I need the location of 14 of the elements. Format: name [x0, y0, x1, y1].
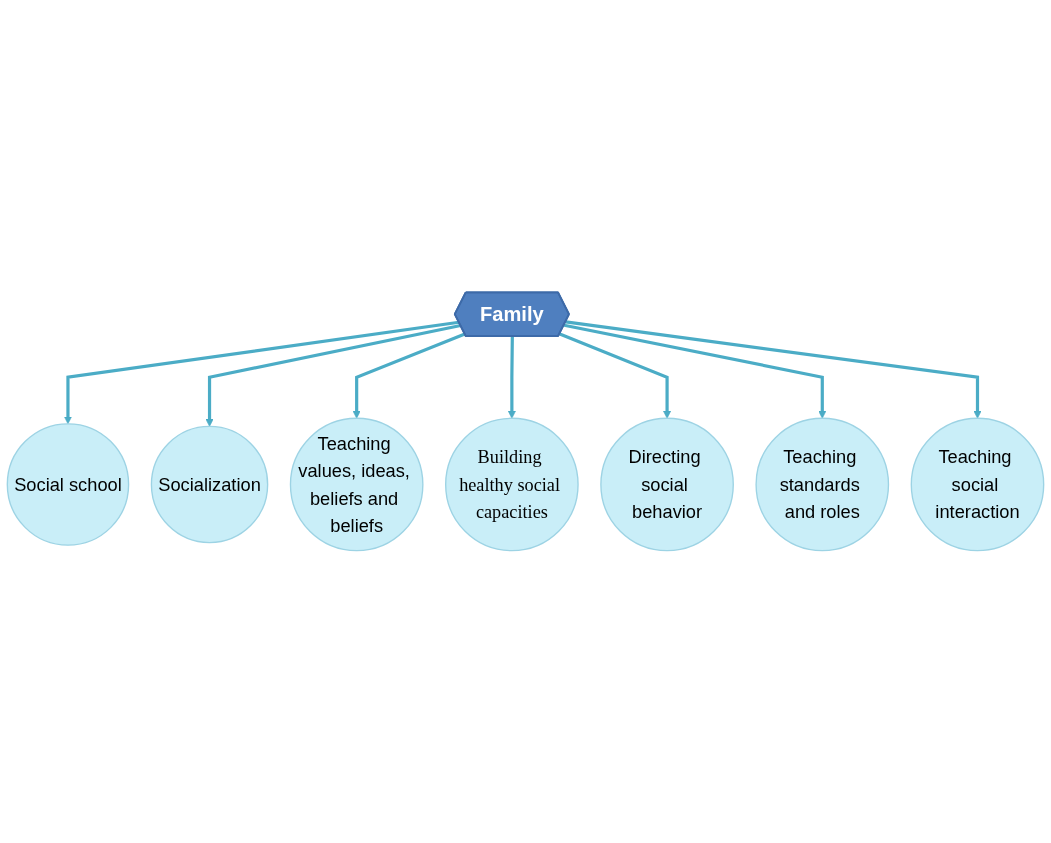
node-circle: Teaching social interaction	[910, 417, 1045, 552]
node-circle: Directing social behavior	[600, 417, 734, 552]
node-circle: Teaching standards and roles	[755, 417, 890, 552]
arrow	[507, 336, 516, 419]
arrow	[563, 323, 827, 419]
arrow	[63, 320, 460, 425]
node-circle: Social school	[6, 423, 130, 546]
node-circle: Teaching values, ideas, beliefs and beliefs	[289, 417, 424, 552]
arrow	[352, 332, 466, 419]
node-circle: Socialization	[150, 425, 269, 544]
node-circle: Building healthy social capacities	[445, 417, 579, 552]
arrow	[565, 320, 982, 419]
arrow	[559, 332, 672, 419]
arrow	[205, 323, 461, 427]
